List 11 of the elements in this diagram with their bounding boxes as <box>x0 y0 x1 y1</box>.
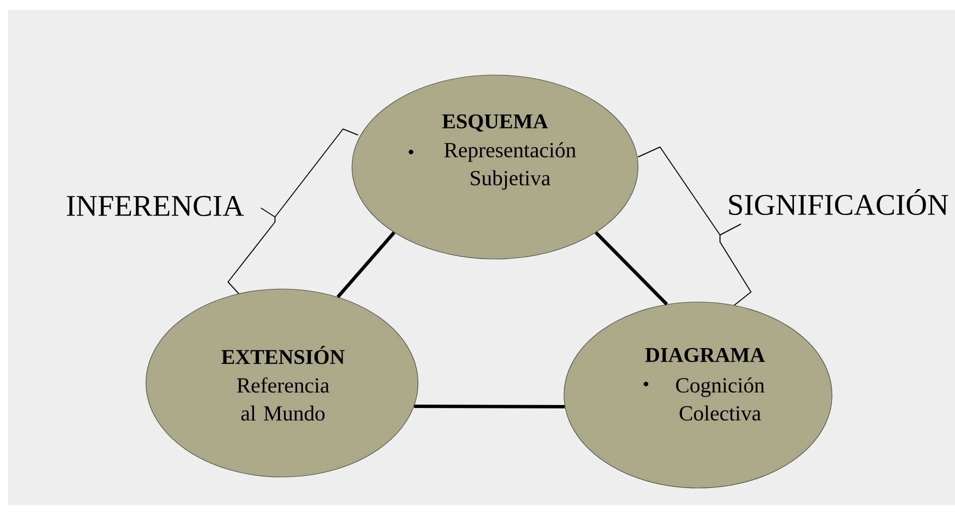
bracket-label: SIGNIFICACIÓN <box>729 188 948 216</box>
node-heading: ESQUEMA <box>442 114 548 132</box>
connector-line <box>414 404 565 408</box>
node-heading: DIAGRAMA <box>645 348 765 362</box>
bracket-label: INFERENCIA <box>66 196 244 216</box>
node-heading: EXTENSIÓN <box>222 346 345 364</box>
node-text: Referencia al Mundo <box>237 377 330 421</box>
connector-line <box>336 231 396 298</box>
node-text: Cognición Colectiva <box>676 377 764 421</box>
connector-line <box>594 231 668 306</box>
node-text: Representación Subjetiva <box>444 142 576 190</box>
